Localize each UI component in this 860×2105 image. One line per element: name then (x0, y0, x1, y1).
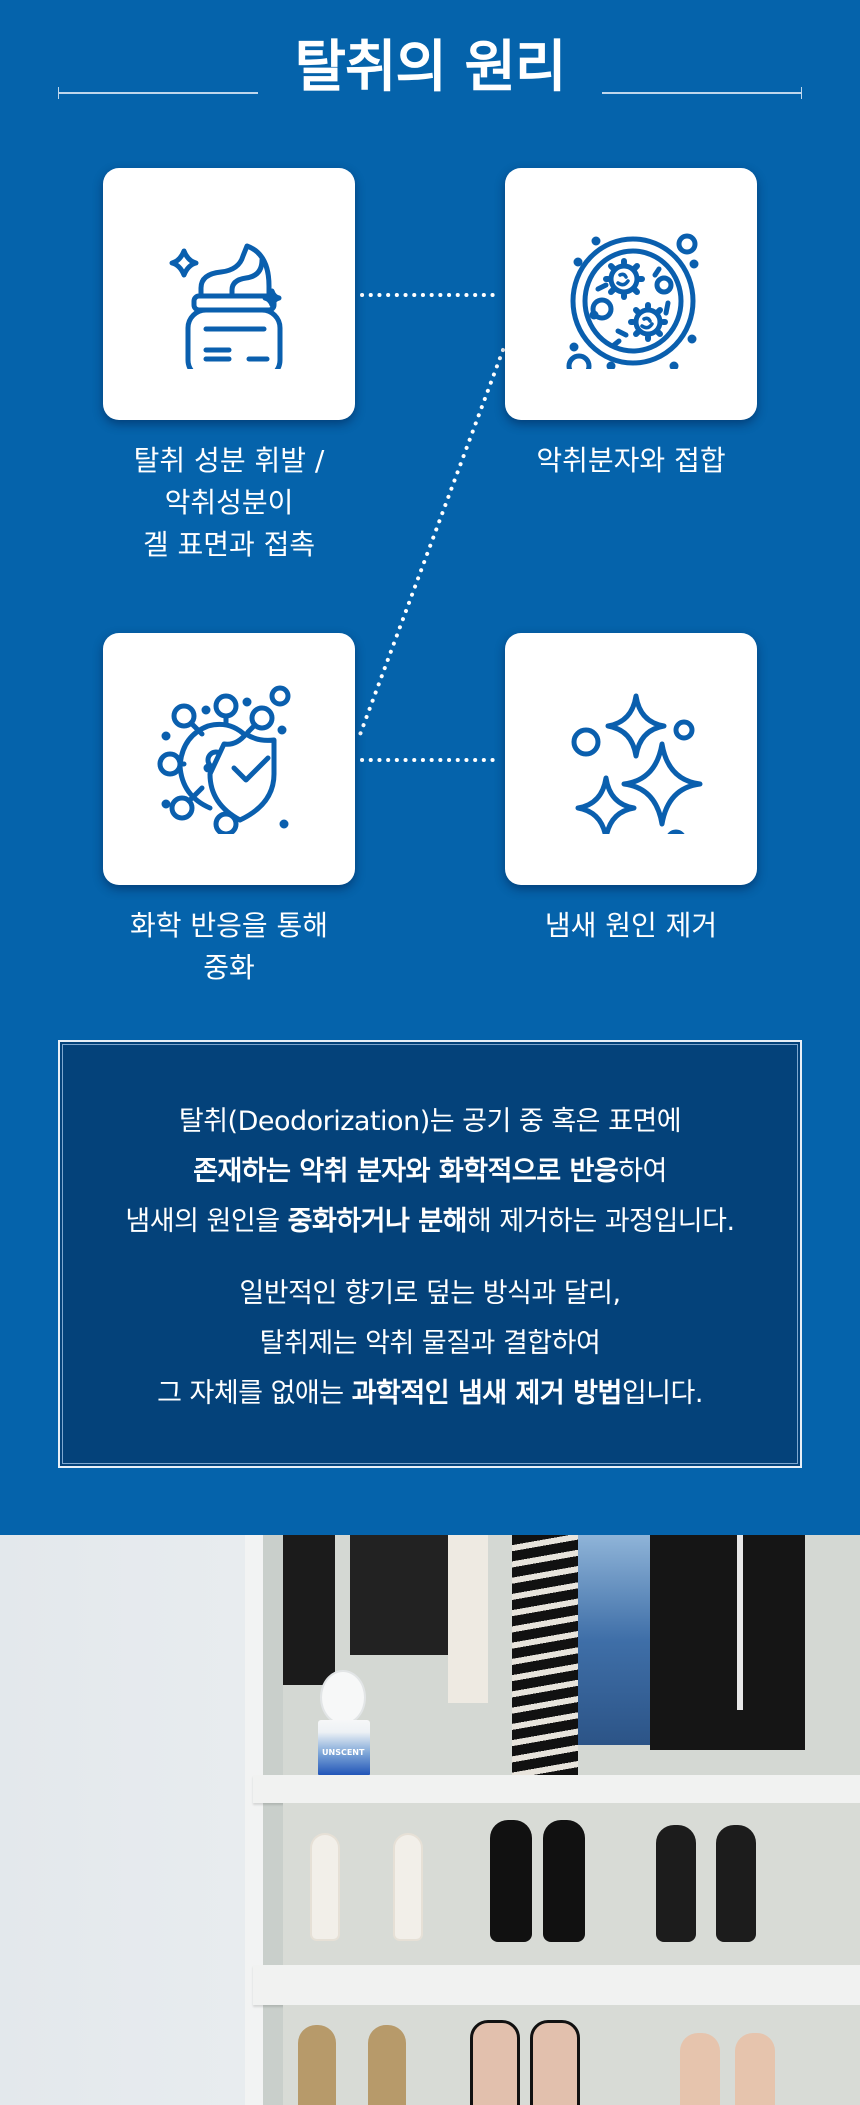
shoe-black-pump (656, 1825, 696, 1942)
step-caption-4: 냄새 원인 제거 (544, 909, 718, 942)
principle-section: 탈취의 원리 탈취 성분 휘발 / (0, 28, 860, 1468)
title-divider-right (602, 87, 802, 99)
cream-jar-icon (169, 243, 283, 369)
bacteria-petri-dish-icon (566, 233, 699, 369)
shoe-black-strap (530, 2020, 580, 2105)
description-p1-line2: 존재하는 악취 분자와 화학적으로 반응하여 (193, 1156, 667, 1187)
garment-black-1 (283, 1535, 335, 1685)
shoe-black-bow (543, 1820, 585, 1942)
closet-frame (245, 1535, 263, 2105)
shelf-middle (253, 1965, 860, 2005)
step-caption-1: 탈취 성분 휘발 / 악취성분이 겔 표면과 접촉 (133, 444, 325, 561)
garment-striped (512, 1535, 578, 1775)
shoe-gold-pump (298, 2025, 336, 2105)
sparkles-icon (571, 693, 703, 834)
description-p2-line1: 일반적인 향기로 덮는 방식과 달리, (239, 1278, 621, 1309)
section-header: 탈취의 원리 (0, 28, 860, 108)
shoe-white-heel (393, 1833, 423, 1941)
shelf-upper (253, 1775, 860, 1803)
description-p2-line2: 탈취제는 악취 물질과 결합하여 (259, 1328, 601, 1359)
shoe-nude-pump (680, 2033, 720, 2105)
step-card-3 (103, 633, 355, 885)
shoe-gold-pump (368, 2025, 406, 2105)
shoe-black-bow (490, 1820, 532, 1942)
step-caption-3: 화학 반응을 통해 중화 (129, 909, 329, 984)
description-p2-line3: 그 자체를 없애는 과학적인 냄새 제거 방법입니다. (157, 1378, 703, 1409)
garment-black-knit (350, 1535, 450, 1655)
description-p1-line1: 탈취(Deodorization)는 공기 중 혹은 표면에 (178, 1106, 682, 1137)
step-card-2 (505, 168, 757, 420)
shoe-black-strap (470, 2020, 520, 2105)
step-card-4 (505, 633, 757, 885)
garment-white (448, 1535, 488, 1703)
step-caption-2: 악취분자와 접합 (536, 444, 726, 477)
product-brand: UNSCENT (322, 1748, 365, 1757)
description-box: 탈취(Deodorization)는 공기 중 혹은 표면에 존재하는 악취 분… (58, 1040, 802, 1468)
step-card-1 (103, 168, 355, 420)
shoe-white-heel (310, 1833, 340, 1941)
garment-black-2 (650, 1535, 805, 1750)
shoe-black-pump (716, 1825, 756, 1942)
shoe-nude-pump (735, 2033, 775, 2105)
closet-photo: UNSCENT (0, 1535, 860, 2105)
wall (0, 1535, 245, 2105)
product-jar: UNSCENT (318, 1670, 370, 1775)
section-title: 탈취의 원리 (294, 35, 566, 100)
description-p1-line3: 냄새의 원인을 중화하거나 분해해 제거하는 과정입니다. (125, 1206, 735, 1237)
virus-shield-check-icon (157, 685, 291, 834)
title-divider-left (58, 87, 258, 99)
